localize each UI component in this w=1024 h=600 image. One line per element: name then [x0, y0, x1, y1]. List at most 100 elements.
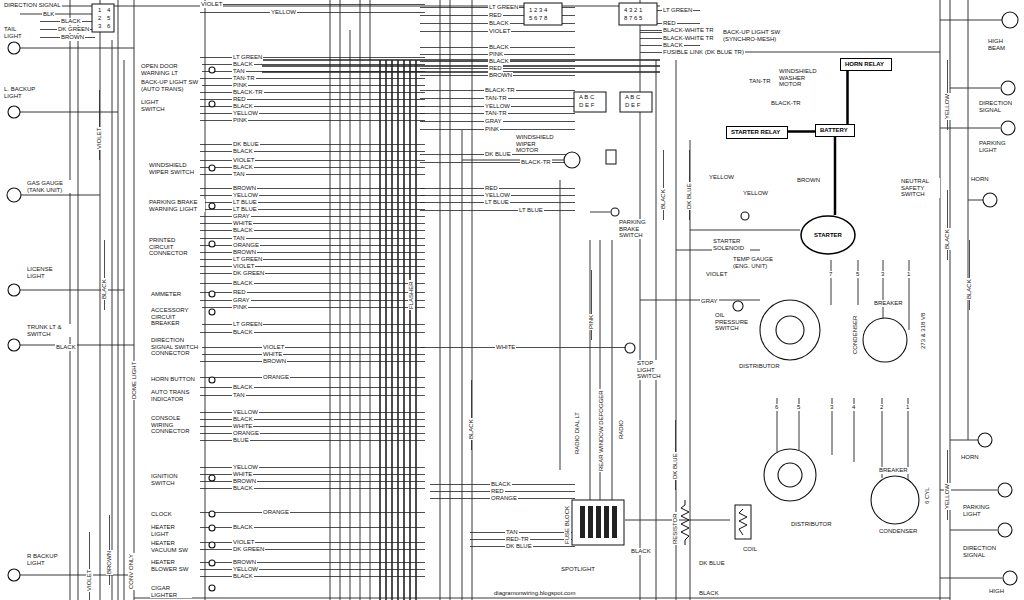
wire	[134, 0, 135, 600]
component-label: HORN	[970, 176, 990, 183]
component-label: HEATER VACUUM SW	[150, 540, 197, 553]
wire	[950, 0, 951, 600]
component-label: OIL PRESSURE SWITCH	[714, 312, 752, 332]
component-label: HEATER LIGHT	[150, 524, 192, 537]
wire-color-label: BLACK	[55, 344, 77, 351]
wire-color-label: DK GREEN	[232, 546, 265, 553]
component-label: CONDENSER	[878, 528, 918, 535]
component-symbol	[778, 463, 802, 487]
component-label: PARKING LIGHT	[978, 140, 1020, 153]
component-symbol	[209, 309, 215, 315]
component-label: 6 CYL	[924, 486, 931, 505]
component-label: DIRECTION SIGNAL	[978, 100, 1020, 113]
component-symbol	[209, 511, 215, 517]
component-label: STARTER SOLENOID	[712, 238, 750, 251]
component-label: RESISTOR	[672, 512, 679, 545]
component-label: AUTO TRANS INDICATOR	[150, 389, 197, 402]
wire-color-label: YELLOW	[944, 93, 951, 120]
wire	[409, 60, 411, 600]
wire-color-label: PINK	[488, 51, 504, 58]
component-symbol	[209, 291, 215, 297]
wire	[858, 260, 859, 305]
wire-color-label: BLACK	[490, 481, 512, 488]
wire-color-label: BLACK	[232, 61, 254, 68]
wire-color-label: VIOLET	[488, 28, 511, 35]
wire-color-label: GRAY	[232, 297, 251, 304]
component-label: CONSOLE WIRING CONNECTOR	[150, 415, 200, 435]
wire	[420, 210, 575, 211]
coil-symbol	[739, 509, 747, 535]
component-label: WINDSHIELD WASHER MOTOR	[778, 68, 822, 88]
wire-color-label: WHITE	[495, 344, 516, 351]
terminal-number: 1 2 3 4	[528, 7, 548, 14]
wire-color-label: TAN-TR	[484, 110, 508, 117]
wire-color-label: LT GREEN	[662, 7, 693, 14]
wire-color-label: BLACK	[232, 227, 254, 234]
component-label: D E F	[624, 102, 641, 109]
wire-color-label: BLACK	[232, 103, 254, 110]
terminal-number: 5	[106, 15, 111, 22]
terminal-number: 3	[97, 23, 102, 30]
wire-color-label: LT BLUE	[232, 206, 258, 213]
wire	[20, 48, 134, 49]
wire-color-label: BLACK	[488, 20, 510, 27]
wire-color-label: BLACK	[662, 42, 684, 49]
wire-color-label: TAN	[505, 529, 519, 536]
component-label: IGNITION SWITCH	[150, 473, 192, 486]
wire-color-label: DK BLUE	[672, 452, 679, 480]
wire	[940, 128, 1000, 129]
component-label: YELLOW	[742, 190, 769, 197]
connector-block	[619, 3, 657, 25]
wire-color-label: YELLOW	[232, 110, 259, 117]
component-symbol	[8, 569, 20, 581]
wire-color-label: BLACK-WHITE TR	[662, 27, 715, 34]
wire	[420, 162, 575, 163]
wire	[100, 0, 101, 600]
component-label: A B C	[624, 94, 641, 101]
fuses	[580, 506, 617, 538]
component-label: TAN-TR	[748, 78, 772, 85]
wire	[940, 578, 1002, 579]
wire-color-label: BROWN	[106, 550, 113, 575]
wire	[20, 112, 118, 113]
battery-cable	[846, 71, 849, 124]
component-symbol	[776, 316, 804, 344]
wire-color-label: YELLOW	[232, 464, 259, 471]
wire	[370, 0, 371, 600]
component-label: DK BLUE	[698, 560, 726, 567]
component-label: LICENSE LIGHT	[26, 266, 64, 279]
component-name: STARTER RELAY	[730, 129, 784, 136]
starter-outline	[801, 216, 855, 254]
wire-color-label: BLACK	[488, 44, 510, 51]
wire-color-label: VIOLET	[200, 1, 223, 8]
wire-color-label: RED	[488, 12, 503, 19]
wire-color-label: DK BLUE	[232, 141, 260, 148]
terminal-number: 7	[828, 271, 833, 278]
wire	[968, 200, 983, 201]
wire-color-label: BLACK	[232, 416, 254, 423]
wire	[40, 6, 660, 7]
component-label: HEATER BLOWER SW	[150, 559, 197, 572]
wire-color-label: YELLOW	[484, 103, 511, 110]
component-label: PARKING BRAKE WARNING LIGHT	[148, 199, 205, 212]
wire-color-label: WHITE	[262, 351, 283, 358]
wire-color-label: WHITE	[232, 423, 253, 430]
wire-color-label: YELLOW	[944, 483, 951, 510]
wire-color-label: VIOLET	[86, 569, 93, 592]
wire-color-label: PINK	[484, 126, 500, 133]
wire-color-label: BROWN	[232, 185, 257, 192]
connector-block	[572, 500, 624, 545]
component-symbol	[733, 301, 743, 311]
vertical-wires	[70, 0, 968, 600]
component-symbol	[8, 339, 20, 351]
component-label: DOME LIGHT	[131, 361, 138, 400]
wire	[20, 575, 134, 576]
terminal-number: 6	[774, 404, 779, 411]
component-label: VIOLET	[705, 271, 728, 278]
component-label: DIRECTION SIGNAL	[3, 2, 62, 9]
component-name: HORN RELAY	[844, 61, 888, 68]
wire-color-label: BLACK	[944, 228, 951, 250]
component-symbols	[7, 12, 1018, 591]
component-label: BLK	[42, 11, 55, 18]
